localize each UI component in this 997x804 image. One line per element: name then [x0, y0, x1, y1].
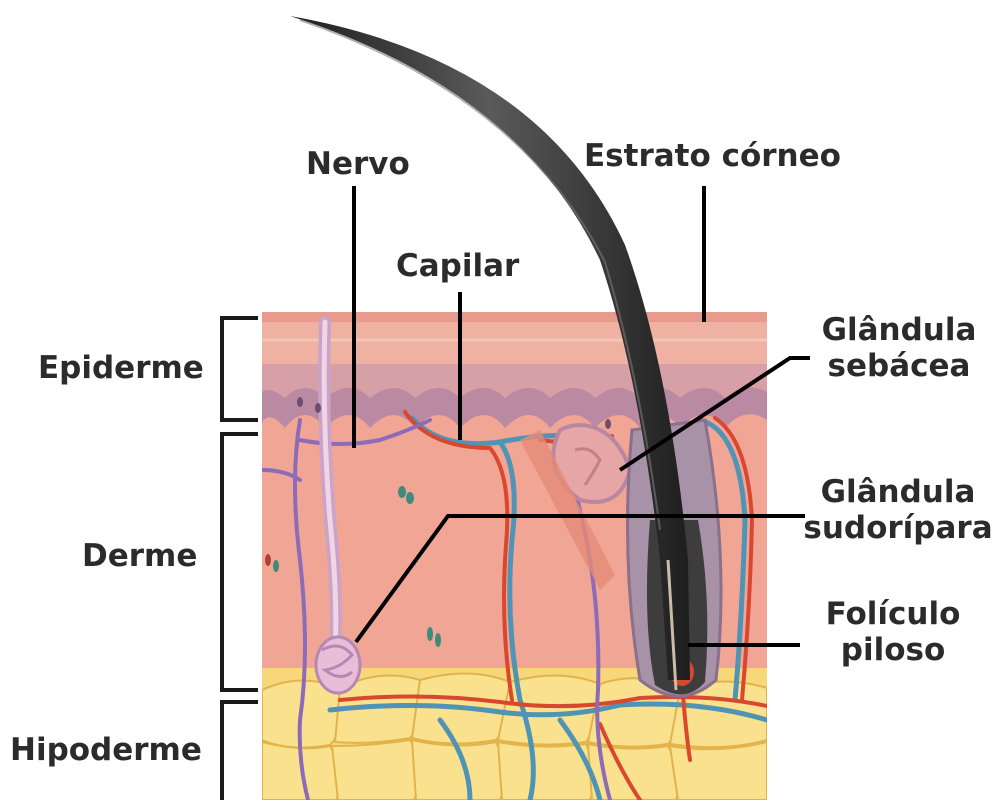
label-follicle-line1: Folículo	[808, 596, 978, 632]
epidermis-bracket	[222, 318, 258, 420]
label-capillary: Capilar	[396, 248, 519, 284]
label-sweat-line2: sudorípara	[800, 510, 996, 546]
label-dermis: Derme	[82, 538, 197, 574]
label-hair-follicle: Folículo piloso	[808, 596, 978, 668]
dermis-bracket	[222, 434, 258, 690]
label-stratum-corneum: Estrato córneo	[584, 138, 841, 174]
sweat-gland-coil	[316, 637, 360, 693]
label-follicle-line2: piloso	[808, 632, 978, 668]
hypodermis-bracket	[222, 702, 258, 800]
label-hypodermis: Hipoderme	[10, 732, 202, 768]
layer-brackets	[222, 318, 258, 800]
skin-block	[262, 312, 767, 800]
label-sebaceous-line2: sebácea	[814, 348, 984, 384]
label-sebaceous-line1: Glândula	[814, 312, 984, 348]
label-epidermis: Epiderme	[38, 350, 204, 386]
label-sebaceous-gland: Glândula sebácea	[814, 312, 984, 384]
label-sweat-line1: Glândula	[800, 474, 996, 510]
stratum-corneum	[262, 312, 767, 322]
label-sweat-gland: Glândula sudorípara	[800, 474, 996, 546]
label-nerve: Nervo	[306, 146, 410, 182]
